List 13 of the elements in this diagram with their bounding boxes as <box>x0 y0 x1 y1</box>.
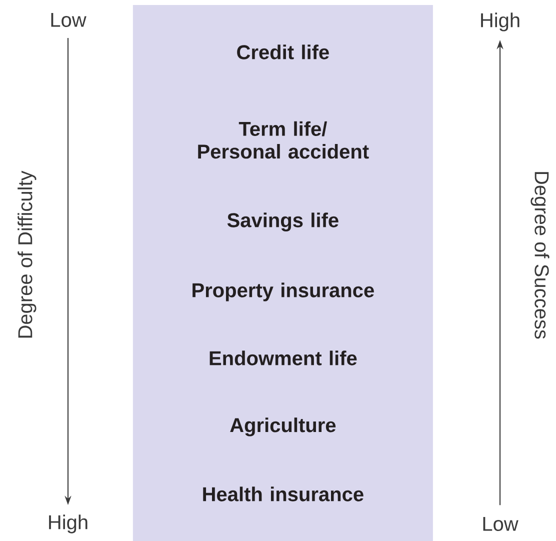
axis-label: Degree of Success <box>530 172 550 339</box>
item-label: Term life/ Personal accident <box>198 121 369 159</box>
end-label: Low <box>51 12 86 27</box>
axis-label: Degree of Difficulty <box>18 170 36 338</box>
end-label: High <box>49 514 88 534</box>
item-label: Agriculture <box>230 418 336 436</box>
item-label: Credit life <box>237 44 329 60</box>
item-label: Savings life <box>227 212 338 232</box>
item-label: Health insurance <box>203 486 364 502</box>
end-label: Low <box>483 517 518 531</box>
end-label: High <box>481 12 520 32</box>
item-label: Property insurance <box>192 282 374 302</box>
item-label: Endowment life <box>210 350 357 366</box>
